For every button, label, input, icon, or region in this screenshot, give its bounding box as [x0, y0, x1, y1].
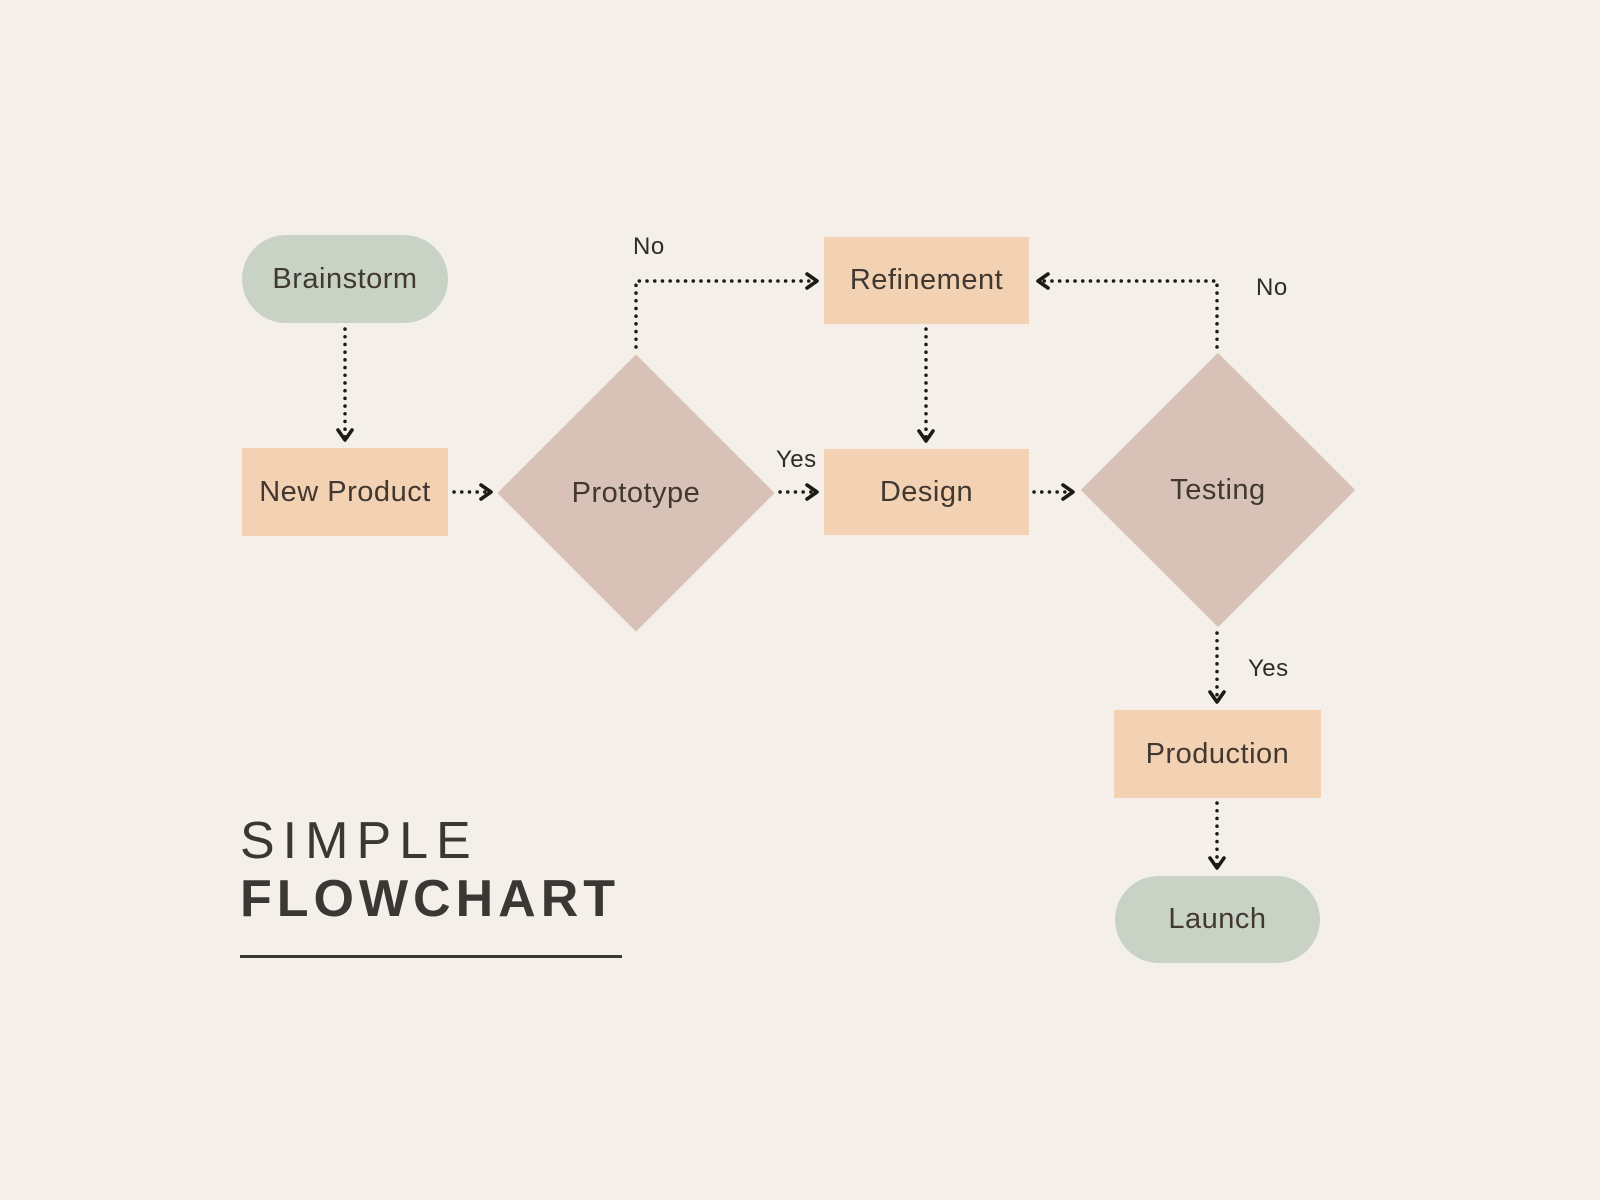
- node-brainstorm[interactable]: Brainstorm: [242, 235, 448, 323]
- node-new-product-label: New Product: [259, 475, 431, 508]
- edge-testing-refinement-no: [1036, 272, 1219, 349]
- node-launch[interactable]: Launch: [1115, 876, 1320, 963]
- node-design-label: Design: [879, 475, 974, 508]
- node-new-product[interactable]: New Product: [242, 448, 448, 536]
- edge-label-testing-no: No: [1256, 274, 1288, 301]
- node-production[interactable]: Production: [1114, 710, 1321, 798]
- node-refinement-label: Refinement: [849, 264, 1004, 296]
- node-production-label: Production: [1145, 737, 1290, 770]
- node-prototype[interactable]: Prototype: [497, 354, 775, 632]
- node-testing-label: Testing: [1170, 473, 1266, 506]
- title-block: SIMPLE FLOWCHART: [240, 812, 620, 928]
- edge-label-prototype-yes: Yes: [776, 446, 817, 473]
- edge-label-prototype-no: No: [633, 233, 665, 260]
- edge-prototype-refinement-no: [634, 272, 819, 349]
- node-testing[interactable]: Testing: [1080, 352, 1356, 628]
- node-design[interactable]: Design: [824, 449, 1029, 535]
- node-brainstorm-label: Brainstorm: [272, 262, 418, 295]
- edge-label-testing-yes: Yes: [1248, 655, 1289, 682]
- title-line-flowchart: FLOWCHART: [240, 870, 621, 928]
- node-launch-label: Launch: [1168, 903, 1267, 935]
- node-refinement[interactable]: Refinement: [824, 237, 1029, 324]
- node-prototype-label: Prototype: [571, 476, 701, 509]
- title-underline: [240, 955, 622, 958]
- title-line-simple: SIMPLE: [240, 812, 479, 870]
